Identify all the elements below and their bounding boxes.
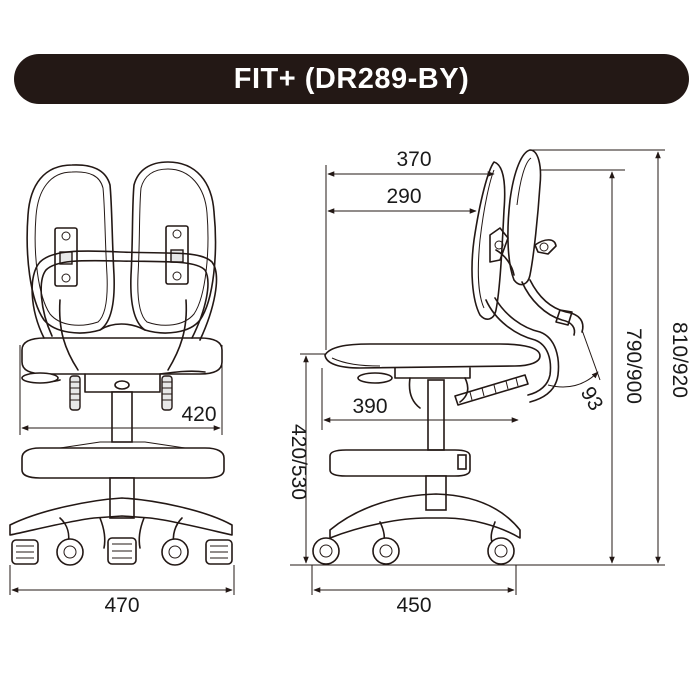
front-view-chair <box>9 161 233 566</box>
dim-label-470: 470 <box>104 594 139 617</box>
dimension-back-angle <box>547 329 601 388</box>
dim-label-810-920: 810/920 <box>668 322 691 398</box>
dim-label-790-900: 790/900 <box>622 328 645 404</box>
dim-label-450: 450 <box>396 594 431 617</box>
dimension-depth-450 <box>311 565 517 595</box>
side-view-chair <box>290 149 665 566</box>
dim-label-390: 390 <box>352 395 387 418</box>
product-title: FIT+ (DR289-BY) <box>233 62 470 95</box>
dim-label-420: 420 <box>181 403 216 426</box>
dim-label-290: 290 <box>386 185 421 208</box>
title-bar: FIT+ (DR289-BY) <box>14 54 689 104</box>
dimension-seat-height <box>300 353 325 564</box>
dim-label-420-530: 420/530 <box>287 424 310 500</box>
dimension-depth-370 <box>325 165 495 350</box>
dimension-width-470 <box>9 565 235 595</box>
dimension-total-height <box>530 149 665 564</box>
dim-label-370: 370 <box>396 148 431 171</box>
dimension-seat-390 <box>321 368 519 430</box>
dimension-back-height <box>540 169 625 564</box>
dim-label-93: 93 <box>576 383 608 415</box>
dimension-width-420 <box>19 345 223 435</box>
